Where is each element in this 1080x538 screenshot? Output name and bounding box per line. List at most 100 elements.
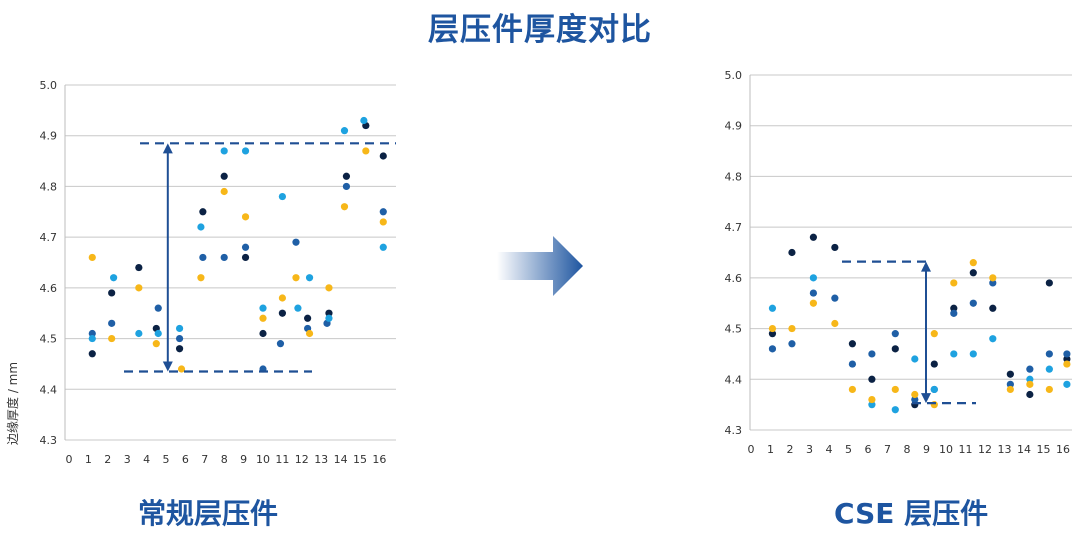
- data-point: [809, 289, 818, 297]
- data-point: [325, 309, 333, 317]
- data-point: [1026, 390, 1034, 399]
- data-point: [809, 233, 818, 241]
- y-tick-label: 4.4: [725, 373, 743, 386]
- data-point: [930, 330, 938, 338]
- data-point: [788, 340, 796, 348]
- data-point: [220, 147, 228, 155]
- arrow-up-icon: [162, 143, 173, 154]
- page-title: 层压件厚度对比: [428, 12, 652, 48]
- x-tick-label: 7: [884, 443, 891, 456]
- x-tick-label: 14: [1017, 443, 1031, 456]
- data-point: [305, 274, 314, 282]
- arrow-down-icon: [921, 393, 931, 404]
- y-tick-label: 4.9: [725, 120, 743, 133]
- data-point: [930, 360, 938, 368]
- data-point: [911, 395, 919, 404]
- data-point: [768, 330, 777, 338]
- y-tick-label: 4.5: [725, 323, 743, 336]
- data-point: [930, 385, 938, 394]
- data-point: [88, 334, 96, 343]
- data-point: [135, 263, 143, 272]
- data-point: [197, 274, 205, 282]
- data-point: [199, 253, 207, 262]
- data-point: [950, 279, 958, 287]
- x-tick-label: 15: [353, 453, 367, 466]
- data-point: [175, 334, 184, 343]
- x-tick-label: 11: [959, 443, 973, 456]
- data-point: [969, 269, 977, 277]
- data-point: [278, 294, 286, 302]
- data-point: [135, 329, 143, 338]
- data-point: [199, 208, 207, 216]
- data-point: [340, 127, 349, 135]
- data-point: [989, 279, 997, 287]
- data-point: [1026, 365, 1034, 373]
- data-point: [259, 329, 267, 338]
- x-tick-label: 14: [334, 453, 348, 466]
- data-point: [891, 385, 899, 394]
- data-point: [950, 309, 958, 317]
- data-point: [220, 172, 228, 180]
- data-point: [135, 284, 143, 292]
- data-point: [342, 182, 351, 191]
- y-tick-label: 5.0: [40, 79, 58, 92]
- y-tick-label: 4.8: [40, 180, 58, 193]
- data-point: [259, 304, 267, 312]
- x-tick-label: 9: [923, 443, 930, 456]
- data-point: [241, 243, 250, 251]
- data-point: [325, 314, 333, 322]
- data-point: [342, 172, 351, 180]
- data-point: [220, 187, 228, 196]
- arrow-up-icon: [921, 261, 931, 272]
- x-tick-label: 10: [939, 443, 953, 456]
- x-tick-label: 7: [201, 453, 208, 466]
- data-point: [305, 329, 314, 338]
- data-point: [891, 406, 899, 414]
- x-tick-label: 1: [767, 443, 774, 456]
- data-point: [292, 238, 300, 246]
- x-tick-label: 2: [787, 443, 794, 456]
- x-tick-label: 13: [314, 453, 328, 466]
- data-point: [891, 330, 899, 338]
- x-tick-label: 5: [163, 453, 170, 466]
- x-tick-label: 5: [845, 443, 852, 456]
- y-tick-label: 4.3: [40, 434, 58, 447]
- data-point: [950, 350, 958, 358]
- data-point: [88, 253, 96, 262]
- data-point: [379, 152, 387, 160]
- data-point: [220, 253, 228, 262]
- data-point: [88, 329, 96, 338]
- data-point: [1026, 375, 1034, 383]
- data-point: [175, 345, 184, 353]
- data-point: [809, 299, 818, 307]
- x-tick-label: 6: [865, 443, 872, 456]
- data-point: [768, 324, 777, 333]
- data-point: [360, 116, 368, 125]
- x-tick-label: 4: [143, 453, 150, 466]
- data-point: [831, 294, 839, 302]
- data-point: [868, 395, 876, 404]
- data-point: [294, 304, 302, 312]
- data-point: [197, 223, 205, 231]
- x-tick-label: 0: [66, 453, 73, 466]
- data-point: [969, 299, 977, 307]
- y-tick-label: 4.9: [40, 130, 58, 143]
- range-arrow: [162, 143, 173, 372]
- x-tick-label: 10: [256, 453, 270, 466]
- data-point: [950, 304, 958, 312]
- caption-cse: CSE 层压件: [834, 497, 989, 530]
- x-tick-label: 12: [295, 453, 309, 466]
- data-point: [175, 324, 184, 333]
- data-point: [989, 335, 997, 343]
- y-tick-label: 4.5: [40, 333, 58, 346]
- y-tick-label: 4.4: [40, 383, 58, 396]
- y-tick-label: 4.6: [725, 272, 743, 285]
- data-point: [177, 365, 186, 373]
- data-point: [362, 147, 370, 155]
- data-point: [969, 350, 977, 358]
- data-point: [868, 350, 876, 358]
- x-tick-label: 0: [748, 443, 755, 456]
- data-point: [768, 304, 777, 312]
- data-point: [969, 259, 977, 267]
- y-tick-label: 4.3: [725, 424, 743, 437]
